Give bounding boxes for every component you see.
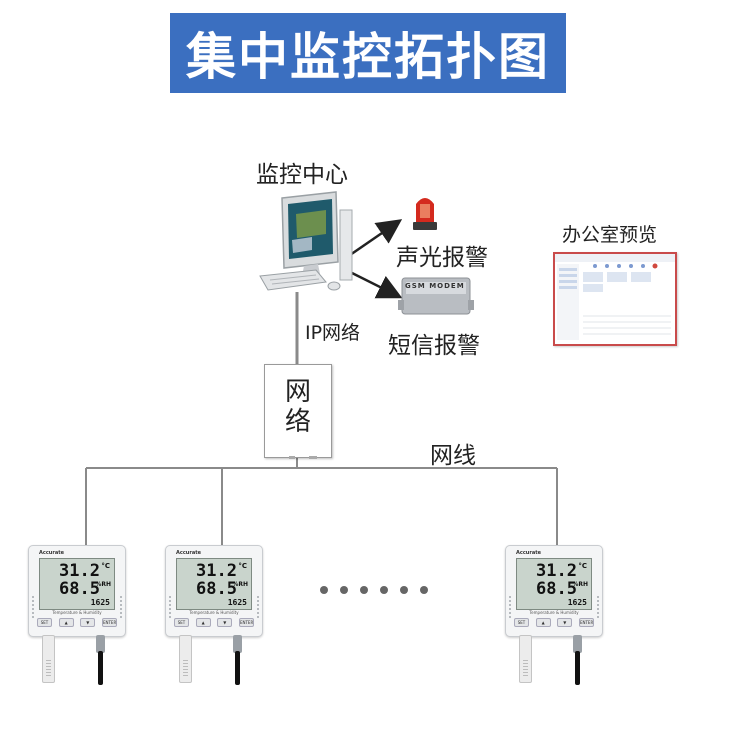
temperature-reading: 31.2 [59, 561, 100, 581]
arrow-to-sms-alarm [349, 270, 403, 299]
network-cable [575, 651, 580, 685]
office-preview-label: 办公室预览 [562, 224, 658, 246]
sensor-device-1: Accurate 31.2 °C 68.5 %RH 1625 Temperatu… [28, 545, 126, 685]
vent-right [597, 596, 599, 618]
sensor-device-3: Accurate 31.2 °C 68.5 %RH 1625 Temperatu… [505, 545, 603, 685]
sensor-brand: Accurate [176, 550, 201, 556]
humidity-reading: 68.5 [59, 579, 100, 599]
sensor-buttons: SET ▲ ▼ ENTER [174, 618, 254, 628]
vent-left [509, 596, 511, 618]
enter-button: ENTER [238, 618, 254, 627]
port-indicator [289, 456, 295, 459]
vent-right [257, 596, 259, 618]
humidity-unit: %RH [572, 581, 588, 588]
set-button: SET [174, 618, 189, 627]
sensor-body: Accurate 31.2 °C 68.5 %RH 1625 Temperatu… [505, 545, 603, 637]
gsm-modem-icon [398, 277, 474, 315]
temperature-probe [179, 635, 192, 683]
temperature-reading: 31.2 [196, 561, 237, 581]
sound-light-alarm-label: 声光报警 [396, 245, 488, 271]
sensor-brand: Accurate [39, 550, 64, 556]
sensor-lcd: 31.2 °C 68.5 %RH 1625 [176, 558, 252, 610]
ellipsis-dot [420, 586, 428, 594]
temperature-unit: °C [578, 562, 587, 570]
sensor-subtitle: Temperature & Humidity [189, 610, 239, 615]
up-button: ▲ [58, 618, 74, 627]
extra-reading: 1625 [567, 598, 587, 607]
ellipsis-dot [400, 586, 408, 594]
enter-button: ENTER [578, 618, 594, 627]
temperature-unit: °C [238, 562, 247, 570]
humidity-unit: %RH [95, 581, 111, 588]
down-button: ▼ [80, 618, 96, 627]
extra-reading: 1625 [227, 598, 247, 607]
office-preview-screen [553, 252, 677, 346]
humidity-reading: 68.5 [536, 579, 577, 599]
temperature-unit: °C [101, 562, 110, 570]
set-button: SET [514, 618, 529, 627]
alarm-light-icon [413, 198, 437, 230]
vent-right [120, 596, 122, 618]
down-button: ▼ [217, 618, 233, 627]
sensor-lcd: 31.2 °C 68.5 %RH 1625 [39, 558, 115, 610]
ellipsis-dot [380, 586, 388, 594]
sensor-body: Accurate 31.2 °C 68.5 %RH 1625 Temperatu… [165, 545, 263, 637]
cable-connector [233, 635, 242, 653]
set-button: SET [37, 618, 52, 627]
vent-left [169, 596, 171, 618]
cable-connector [96, 635, 105, 653]
more-sensors-ellipsis [320, 586, 428, 594]
monitor-center-label: 监控中心 [256, 162, 348, 188]
gsm-modem-text: GSM MODEM [405, 282, 465, 290]
network-switch-box: 网 络 [264, 364, 332, 459]
humidity-reading: 68.5 [196, 579, 237, 599]
temperature-probe [519, 635, 532, 683]
ip-network-label: IP网络 [305, 322, 361, 344]
down-button: ▼ [557, 618, 573, 627]
title-banner: 集中监控拓扑图 [170, 13, 566, 93]
monitor-computer-icon [259, 191, 353, 291]
network-cable-label: 网线 [430, 443, 476, 469]
ellipsis-dot [360, 586, 368, 594]
temperature-probe [42, 635, 55, 683]
sms-alarm-label: 短信报警 [388, 333, 480, 359]
cable-connector [573, 635, 582, 653]
sensor-body: Accurate 31.2 °C 68.5 %RH 1625 Temperatu… [28, 545, 126, 637]
up-button: ▲ [535, 618, 551, 627]
enter-button: ENTER [101, 618, 117, 627]
network-cable [235, 651, 240, 685]
humidity-unit: %RH [232, 581, 248, 588]
ellipsis-dot [320, 586, 328, 594]
office-preview-screenshot-icon [555, 254, 675, 340]
network-box-label: 网 络 [284, 377, 311, 437]
sensor-subtitle: Temperature & Humidity [52, 610, 102, 615]
up-button: ▲ [195, 618, 211, 627]
port-indicator [309, 456, 317, 459]
sensor-brand: Accurate [516, 550, 541, 556]
temperature-reading: 31.2 [536, 561, 577, 581]
network-cable [98, 651, 103, 685]
extra-reading: 1625 [90, 598, 110, 607]
sensor-subtitle: Temperature & Humidity [529, 610, 579, 615]
sensor-lcd: 31.2 °C 68.5 %RH 1625 [516, 558, 592, 610]
sensor-buttons: SET ▲ ▼ ENTER [37, 618, 117, 628]
sensor-buttons: SET ▲ ▼ ENTER [514, 618, 594, 628]
arrow-to-light-alarm [349, 219, 403, 257]
sensor-device-2: Accurate 31.2 °C 68.5 %RH 1625 Temperatu… [165, 545, 263, 685]
ellipsis-dot [340, 586, 348, 594]
vent-left [32, 596, 34, 618]
